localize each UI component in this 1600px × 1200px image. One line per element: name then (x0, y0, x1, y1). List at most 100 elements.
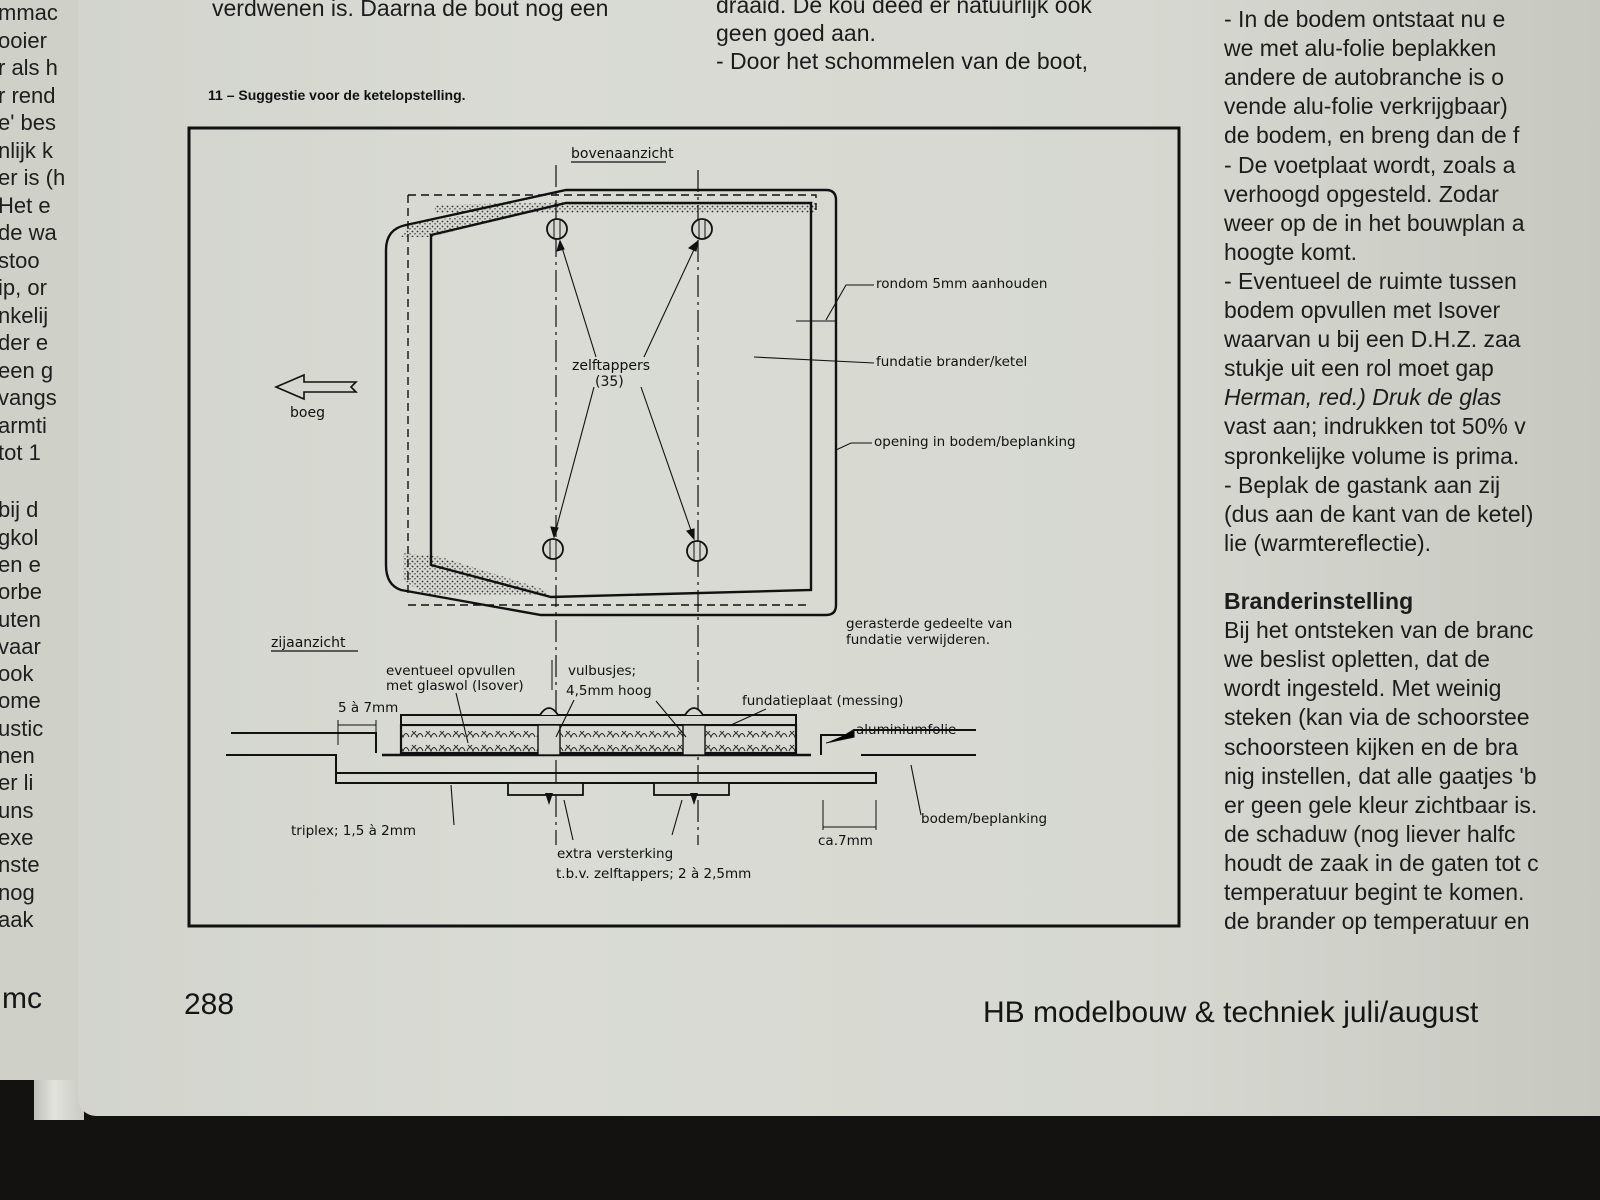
bow-arrow-icon (273, 373, 358, 401)
screws-count-label: (35) (595, 374, 624, 390)
right-column-line: temperatuur begint te komen. (1224, 879, 1525, 905)
journal-title: HB modelbouw & techniek juli/august (983, 996, 1479, 1029)
previous-page-line: een g (0, 357, 54, 383)
previous-page-line: uns (0, 797, 34, 823)
screws-label: zelftappers (572, 358, 650, 374)
reinforce-label-line: t.b.v. zelftappers; 2 à 2,5mm (556, 866, 751, 882)
previous-page-line: aak (0, 906, 34, 932)
right-column-line: - Eventueel de ruimte tussen (1224, 267, 1517, 294)
right-column-line: schoorsteen kijken en de bra (1224, 733, 1519, 760)
ca-7mm-label: ca.7mm (818, 833, 873, 849)
right-column-line: - Beplak de gastank aan zij (1224, 471, 1501, 498)
previous-page-line: en e (0, 551, 41, 577)
previous-page-line: orbe (0, 579, 43, 605)
previous-page-line: der e (0, 330, 49, 355)
right-column-line: vast aan; indrukken tot 50% v (1224, 413, 1526, 440)
previous-page-line: vangs (0, 385, 57, 410)
figure-caption: 11 – Suggestie voor de ketelopstelling. (208, 87, 466, 103)
previous-page-line: e' bes (0, 110, 57, 135)
right-column-line: stukje uit een rol moet gap (1224, 355, 1494, 382)
previous-page-line: ip, or (0, 275, 47, 300)
previous-page-line: uten (0, 606, 41, 632)
previous-page-line: nlijk k (0, 137, 54, 163)
previous-page-line: r rend (0, 82, 56, 108)
right-column-line: Herman, red.) Druk de glas (1224, 384, 1502, 411)
screw-hole-icon (691, 218, 713, 240)
previous-page-line: ome (0, 688, 41, 714)
previous-page-line: ook (0, 661, 34, 687)
plate-label: fundatieplaat (messing) (742, 693, 903, 709)
right-column-line: wordt ingesteld. Met weinig (1224, 675, 1502, 702)
magazine-page (78, 0, 1600, 1116)
reinforce-label-line: extra versterking (557, 846, 673, 862)
gap-label: 5 à 7mm (338, 700, 398, 716)
right-column-line: weer op de in het bouwplan a (1224, 209, 1525, 236)
previous-page-line: nen (0, 743, 35, 768)
right-column-line: spronkelijke volume is prima. (1224, 442, 1520, 469)
hatched-region (403, 553, 548, 595)
previous-page-line: nog (0, 879, 35, 905)
previous-page-line: tot 1 (0, 440, 41, 465)
boiler-setup-diagram: bovenaanzicht zelftappers (35) boeg rond… (187, 126, 1181, 928)
previous-page-line: er li (0, 770, 34, 796)
figure-frame (187, 126, 1181, 928)
bow-label: boeg (290, 405, 325, 421)
base-label: fundatie brander/ketel (876, 354, 1027, 370)
previous-page-line: exe (0, 824, 34, 850)
left-column-text: verdwenen is. Daarna de bout nog een (212, 0, 609, 21)
middle-column-line: geen goed aan. (716, 20, 876, 46)
previous-page-line: armti (0, 412, 47, 438)
right-column-line: waarvan u bij een D.H.Z. zaa (1224, 326, 1521, 353)
screw-hole-icon (546, 218, 568, 240)
fill-label-line: eventueel opvullen (386, 663, 515, 679)
previous-page-line: mmac (0, 0, 58, 25)
right-column-line: verhoogd opgesteld. Zodar (1224, 180, 1499, 207)
right-column-line: vende alu-folie verkrijgbaar) (1224, 93, 1508, 120)
right-column-line: Bij het ontsteken van de branc (1224, 617, 1534, 644)
previous-page-line: stoo (0, 247, 40, 273)
right-column-line: - In de bodem ontstaat nu e (1224, 6, 1506, 32)
right-column-line: houdt de zaak in de gaten tot c (1224, 849, 1539, 876)
right-column-line: bodem opvullen met Isover (1224, 297, 1501, 323)
right-column-line: we beslist opletten, dat de (1224, 646, 1490, 673)
right-column-line: (dus aan de kant van de ketel) (1224, 500, 1534, 527)
right-column-line: de bodem, en breng dan de f (1224, 122, 1520, 149)
previous-page-line: de wa (0, 220, 57, 245)
previous-page-line: ooier (0, 27, 47, 53)
glass-wool-fill (399, 723, 798, 755)
bushes-label-line: 4,5mm hoog (566, 683, 652, 699)
right-column-line: - De voetplaat wordt, zoals a (1224, 151, 1516, 178)
previous-page-line: gkol (0, 524, 39, 550)
hatched-note-line: gerasterde gedeelte van (846, 616, 1012, 632)
reinforcement-strip (507, 782, 584, 796)
hatched-note-line: fundatie verwijderen. (846, 632, 990, 648)
right-column-line: de schaduw (nog liever halfc (1224, 820, 1516, 847)
hatched-region (401, 203, 561, 237)
previous-page-line: r als h (0, 55, 58, 80)
previous-page-line: nkelij (0, 302, 49, 328)
triplex-label: triplex; 1,5 à 2mm (291, 823, 416, 839)
middle-column-line: - Door het schommelen van de boot, (716, 48, 1089, 74)
right-column-line: er geen gele kleur zichtbaar is. (1224, 791, 1538, 818)
right-column-line: nig instellen, dat alle gaatjes 'b (1224, 762, 1537, 789)
fill-label-line: met glaswol (Isover) (386, 678, 524, 694)
screw-hole-icon (542, 538, 564, 560)
screw-hole-icon (686, 540, 708, 562)
side-view-label: zijaanzicht (271, 635, 346, 651)
right-column-line: steken (kan via de schoorstee (1224, 704, 1530, 731)
right-column-line: we met alu-folie beplakken (1224, 35, 1497, 62)
page-number: 288 (184, 988, 235, 1021)
margin-label: rondom 5mm aanhouden (876, 276, 1047, 292)
previous-page-line: bij d (0, 497, 39, 523)
previous-page-number: mc (2, 982, 42, 1015)
previous-page-line: nste (0, 852, 40, 878)
bushes-label-line: vulbusjes; (568, 663, 636, 679)
opening-label: opening in bodem/beplanking (874, 434, 1076, 450)
right-column-line: de brander op temperatuur en (1224, 908, 1530, 935)
right-column-line: hoogte komt. (1224, 238, 1357, 265)
floor-label: bodem/beplanking (921, 811, 1047, 827)
right-column-line: andere de autobranche is o (1224, 64, 1505, 91)
top-view-label: bovenaanzicht (571, 146, 674, 162)
opening-outline (384, 188, 838, 617)
